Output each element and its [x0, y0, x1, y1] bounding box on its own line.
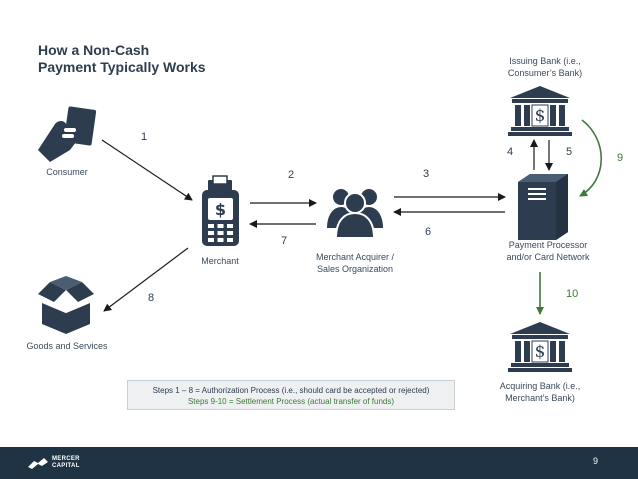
- logo-line-2: CAPITAL: [52, 463, 80, 469]
- arrow-step-8: [103, 247, 189, 312]
- step-8-label: 8: [148, 292, 155, 304]
- merchant-label: Merchant: [201, 256, 239, 266]
- step-6-label: 6: [425, 226, 432, 238]
- consumer-label: Consumer: [46, 167, 88, 177]
- notes-settlement: Steps 9-10 = Settlement Process (actual …: [187, 397, 395, 406]
- logo-line-1: MERCER: [52, 456, 80, 462]
- svg-text:$: $: [215, 200, 226, 219]
- step-4-label: 4: [507, 146, 514, 158]
- issuing-bank-label-line-2: Consumer’s Bank): [507, 68, 583, 78]
- settlement-arrows: [536, 119, 602, 315]
- step-7-label: 7: [281, 235, 288, 247]
- arrow-step-1: [101, 139, 193, 201]
- step-9-label: 9: [617, 152, 624, 164]
- server-icon: [518, 174, 568, 240]
- title-line-2: Payment Typically Works: [38, 59, 206, 75]
- goods-label: Goods and Services: [26, 341, 108, 351]
- title-line-1: How a Non-Cash: [38, 42, 150, 58]
- process-notes-box: Steps 1 – 8 = Authorization Process (i.e…: [127, 380, 455, 410]
- notes-authorization: Steps 1 – 8 = Authorization Process (i.e…: [152, 386, 430, 395]
- acquirer-label-line-2: Sales Organization: [316, 264, 394, 274]
- open-box-icon: [38, 276, 94, 334]
- acquirer-label-line-1: Merchant Acquirer /: [315, 252, 395, 262]
- diagram-title: How a Non-Cash Payment Typically Works: [38, 42, 206, 76]
- acquiring-bank-label: Acquiring Bank (i.e., Merchant’s Bank): [484, 380, 596, 404]
- logo-text: MERCER CAPITAL: [52, 456, 80, 470]
- step-1-label: 1: [141, 131, 148, 143]
- svg-text:$: $: [535, 106, 546, 126]
- acquiring-bank-label-line-2: Merchant’s Bank): [505, 393, 575, 403]
- card-hand-icon: [38, 106, 97, 162]
- mercer-capital-logo-icon: [28, 458, 48, 469]
- issuing-bank-label: Issuing Bank (i.e., Consumer’s Bank): [490, 55, 600, 79]
- acquirer-label: Merchant Acquirer / Sales Organization: [300, 251, 410, 275]
- footer-bar: MERCER CAPITAL 9: [0, 447, 638, 479]
- people-group-icon: [327, 189, 383, 239]
- arrow-step-9: [579, 119, 602, 197]
- flow-arrows: [101, 139, 553, 312]
- issuing-bank-label-line-1: Issuing Bank (i.e.,: [509, 56, 581, 66]
- svg-text:$: $: [535, 342, 546, 362]
- processor-label-line-2: and/or Card Network: [506, 252, 590, 262]
- pos-terminal-icon: $: [202, 175, 239, 246]
- bank-icon: $: [508, 322, 572, 372]
- bank-icon: $: [508, 86, 572, 136]
- processor-label-line-1: Payment Processor: [508, 240, 588, 250]
- step-3-label: 3: [423, 168, 430, 180]
- step-2-label: 2: [288, 169, 295, 181]
- step-10-label: 10: [566, 288, 579, 300]
- step-5-label: 5: [566, 146, 573, 158]
- page-number: 9: [592, 456, 598, 466]
- processor-label: Payment Processor and/or Card Network: [490, 239, 606, 263]
- acquiring-bank-label-line-1: Acquiring Bank (i.e.,: [499, 381, 581, 391]
